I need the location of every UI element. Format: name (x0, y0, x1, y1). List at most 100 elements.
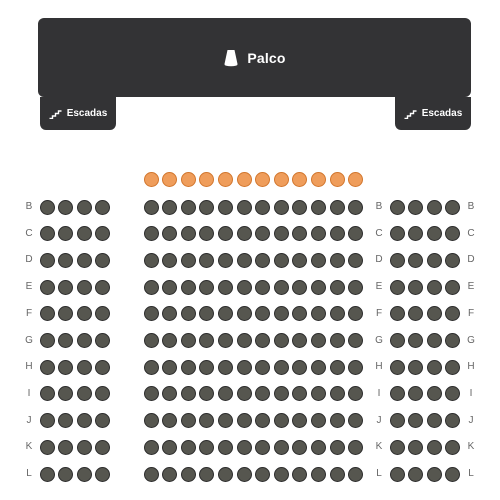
seat-left-E-2[interactable] (58, 279, 74, 295)
seat-center-F-11[interactable] (329, 306, 345, 322)
seat-left-G-1[interactable] (39, 333, 55, 348)
seat-center-L-9[interactable] (292, 466, 308, 482)
seat-center-K-8[interactable] (273, 439, 289, 455)
seat-right-D-2[interactable] (408, 252, 424, 268)
seat-center-J-11[interactable] (329, 413, 345, 429)
seat-center-L-2[interactable] (162, 466, 178, 482)
seat-right-F-4[interactable] (445, 306, 461, 322)
seat-center-J-12[interactable] (348, 413, 364, 429)
seat-center-B-7[interactable] (255, 199, 271, 215)
seat-left-C-1[interactable] (39, 226, 55, 242)
seat-center-I-3[interactable] (180, 386, 196, 402)
seat-center-D-1[interactable] (143, 252, 159, 268)
seat-right-I-1[interactable] (389, 386, 405, 402)
seat-right-C-3[interactable] (426, 226, 442, 242)
seat-center-J-7[interactable] (255, 413, 271, 429)
seat-left-I-4[interactable] (95, 386, 111, 402)
seat-front-9[interactable] (292, 171, 308, 187)
seat-center-B-1[interactable] (143, 199, 159, 215)
seat-center-D-5[interactable] (217, 252, 233, 268)
seat-center-I-11[interactable] (329, 386, 345, 402)
seat-center-B-9[interactable] (292, 199, 308, 215)
seat-left-L-2[interactable] (58, 466, 74, 482)
seat-left-L-4[interactable] (95, 466, 111, 482)
seat-center-E-2[interactable] (162, 279, 178, 295)
seat-center-G-5[interactable] (217, 333, 233, 348)
seat-center-L-3[interactable] (180, 466, 196, 482)
seat-center-H-12[interactable] (348, 359, 364, 375)
seat-left-F-4[interactable] (95, 306, 111, 322)
seat-center-G-3[interactable] (180, 333, 196, 348)
seat-center-F-12[interactable] (348, 306, 364, 322)
seat-left-G-2[interactable] (58, 333, 74, 348)
seat-center-F-2[interactable] (162, 306, 178, 322)
seat-left-K-2[interactable] (58, 439, 74, 455)
seat-center-H-10[interactable] (310, 359, 326, 375)
seat-right-B-2[interactable] (408, 199, 424, 215)
seat-center-F-6[interactable] (236, 306, 252, 322)
seat-right-E-1[interactable] (389, 279, 405, 295)
seat-center-D-7[interactable] (255, 252, 271, 268)
seat-left-E-3[interactable] (76, 279, 92, 295)
seat-center-C-9[interactable] (292, 226, 308, 242)
seat-center-F-10[interactable] (310, 306, 326, 322)
seat-left-J-3[interactable] (76, 413, 92, 429)
seat-left-I-1[interactable] (39, 386, 55, 402)
seat-center-G-7[interactable] (255, 333, 271, 348)
seat-left-H-3[interactable] (76, 359, 92, 375)
seat-center-G-2[interactable] (162, 333, 178, 348)
seat-right-J-2[interactable] (408, 413, 424, 429)
seat-left-L-1[interactable] (39, 466, 55, 482)
seat-front-12[interactable] (348, 171, 364, 187)
seat-center-E-9[interactable] (292, 279, 308, 295)
seat-right-B-1[interactable] (389, 199, 405, 215)
seat-right-C-4[interactable] (445, 226, 461, 242)
seat-center-E-10[interactable] (310, 279, 326, 295)
seat-right-J-4[interactable] (445, 413, 461, 429)
seat-center-C-11[interactable] (329, 226, 345, 242)
seat-left-G-4[interactable] (95, 333, 111, 348)
seat-center-K-10[interactable] (310, 439, 326, 455)
seat-left-B-1[interactable] (39, 199, 55, 215)
seat-right-H-2[interactable] (408, 359, 424, 375)
seat-front-3[interactable] (180, 171, 196, 187)
seat-center-B-10[interactable] (310, 199, 326, 215)
seat-right-J-1[interactable] (389, 413, 405, 429)
seat-center-G-4[interactable] (199, 333, 215, 348)
seat-center-J-8[interactable] (273, 413, 289, 429)
seat-left-G-3[interactable] (76, 333, 92, 348)
seat-left-C-4[interactable] (95, 226, 111, 242)
seat-center-B-11[interactable] (329, 199, 345, 215)
seat-center-L-8[interactable] (273, 466, 289, 482)
seat-left-J-1[interactable] (39, 413, 55, 429)
seat-left-F-3[interactable] (76, 306, 92, 322)
seat-center-J-2[interactable] (162, 413, 178, 429)
seat-center-F-5[interactable] (217, 306, 233, 322)
seat-front-4[interactable] (199, 171, 215, 187)
seat-left-D-3[interactable] (76, 252, 92, 268)
seat-center-B-8[interactable] (273, 199, 289, 215)
seat-left-H-2[interactable] (58, 359, 74, 375)
seat-right-H-4[interactable] (445, 359, 461, 375)
seat-right-F-1[interactable] (389, 306, 405, 322)
seat-center-D-11[interactable] (329, 252, 345, 268)
seat-left-D-1[interactable] (39, 252, 55, 268)
seat-right-I-3[interactable] (426, 386, 442, 402)
seat-center-C-12[interactable] (348, 226, 364, 242)
seat-front-5[interactable] (217, 171, 233, 187)
seat-right-G-2[interactable] (408, 333, 424, 348)
seat-center-J-5[interactable] (217, 413, 233, 429)
seat-center-D-6[interactable] (236, 252, 252, 268)
seat-right-K-1[interactable] (389, 439, 405, 455)
seat-center-L-7[interactable] (255, 466, 271, 482)
seat-center-E-7[interactable] (255, 279, 271, 295)
seat-center-H-2[interactable] (162, 359, 178, 375)
seat-right-K-4[interactable] (445, 439, 461, 455)
seat-right-L-3[interactable] (426, 466, 442, 482)
seat-center-C-10[interactable] (310, 226, 326, 242)
seat-center-K-4[interactable] (199, 439, 215, 455)
seat-center-G-12[interactable] (348, 333, 364, 348)
seat-center-I-2[interactable] (162, 386, 178, 402)
seat-center-E-5[interactable] (217, 279, 233, 295)
seat-right-K-2[interactable] (408, 439, 424, 455)
